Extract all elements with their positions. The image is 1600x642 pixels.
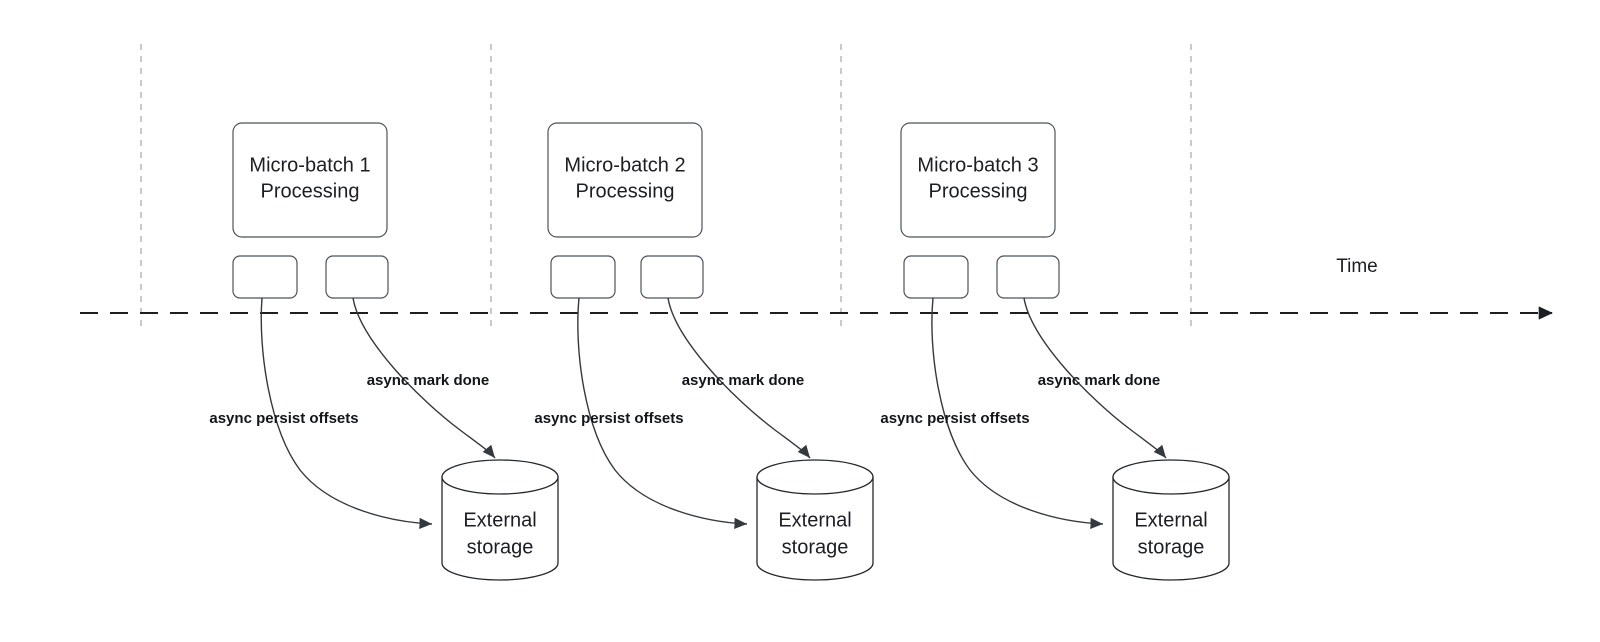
edge-label-mark-done-1: async mark done	[367, 372, 490, 389]
external-storage-2-label-line2: storage	[782, 536, 849, 558]
external-storage-3[interactable]: External storage	[1112, 459, 1230, 581]
external-storage-3-label-line1: External	[1134, 509, 1207, 531]
group-1: Micro-batch 1 Processing async persist o…	[209, 122, 559, 581]
external-storage-3-label-line2: storage	[1138, 536, 1205, 558]
edge-persist-offsets-3	[931, 297, 1104, 530]
task-box-2b[interactable]	[640, 255, 704, 299]
edge-label-mark-done-3: async mark done	[1038, 372, 1161, 389]
process-box-2[interactable]	[547, 122, 703, 238]
group-3: Micro-batch 3 Processing async mark done…	[880, 122, 1230, 581]
edge-label-mark-done-2: async mark done	[682, 372, 805, 389]
edge-persist-offsets-1	[260, 297, 433, 529]
process-box-3[interactable]	[900, 122, 1056, 238]
process-box-3-label-line1: Micro-batch 3	[917, 154, 1038, 176]
process-box-2-label-line2: Processing	[576, 180, 675, 202]
time-axis-label: Time	[1336, 256, 1378, 277]
external-storage-2[interactable]: External storage	[756, 459, 874, 581]
edge-persist-offsets-2	[577, 297, 748, 529]
external-storage-1-label-line2: storage	[467, 536, 534, 558]
time-axis: Time	[80, 256, 1553, 320]
process-box-1-label-line1: Micro-batch 1	[249, 154, 370, 176]
edge-mark-done-3	[1023, 297, 1167, 459]
task-box-2a[interactable]	[550, 255, 616, 299]
task-box-3a[interactable]	[903, 255, 969, 299]
process-box-3-label-line2: Processing	[929, 180, 1028, 202]
process-box-1[interactable]	[232, 122, 388, 238]
edge-label-persist-offsets-1: async persist offsets	[209, 410, 358, 427]
external-storage-1[interactable]: External storage	[441, 459, 559, 581]
task-box-3b[interactable]	[996, 255, 1060, 299]
process-box-2-label-line1: Micro-batch 2	[564, 154, 685, 176]
edge-label-persist-offsets-2: async persist offsets	[534, 410, 683, 427]
external-storage-2-label-line1: External	[778, 509, 851, 531]
edge-mark-done-2	[667, 297, 811, 459]
process-box-1-label-line2: Processing	[261, 180, 360, 202]
edge-mark-done-1	[352, 297, 496, 459]
edge-label-persist-offsets-3: async persist offsets	[880, 410, 1029, 427]
task-box-1a[interactable]	[232, 255, 298, 299]
group-2: Micro-batch 2 Processing async persist o…	[534, 122, 874, 581]
task-box-1b[interactable]	[325, 255, 389, 299]
external-storage-1-label-line1: External	[463, 509, 536, 531]
